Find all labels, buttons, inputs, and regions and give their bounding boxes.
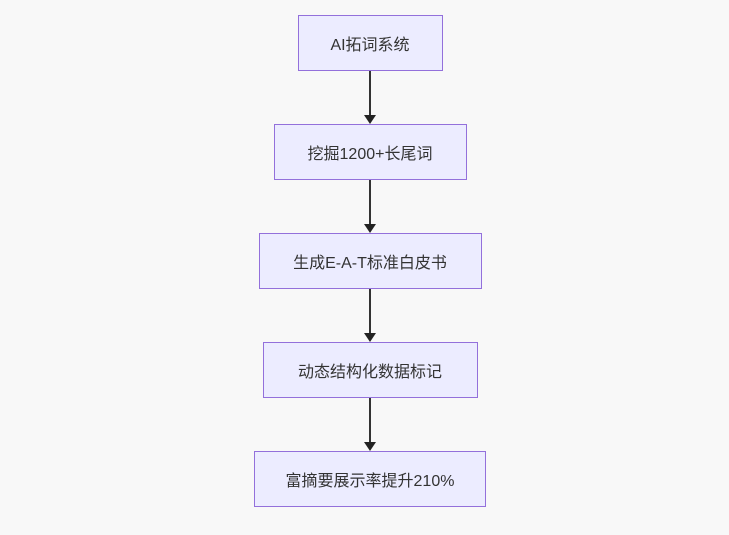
flow-node-label: 富摘要展示率提升210% <box>285 473 455 490</box>
arrow-line <box>369 398 371 442</box>
arrow-line <box>369 71 371 115</box>
arrowhead-down-icon <box>364 442 376 451</box>
flow-node-label: AI拓词系统 <box>330 37 410 54</box>
flow-arrow-4 <box>364 398 376 451</box>
arrow-line <box>369 289 371 333</box>
flow-node-label: 动态结构化数据标记 <box>297 364 442 381</box>
flow-arrow-1 <box>364 71 376 124</box>
arrowhead-down-icon <box>364 115 376 124</box>
arrow-line <box>369 180 371 224</box>
flow-node-structured-data-markup: 动态结构化数据标记 <box>262 342 478 398</box>
flow-node-rich-snippet-result: 富摘要展示率提升210% <box>254 451 486 507</box>
flow-arrow-2 <box>364 180 376 233</box>
flowchart: AI拓词系统 挖掘1200+长尾词 生成E-A-T标准白皮书 动态结构化数据标记 <box>254 15 486 507</box>
arrowhead-down-icon <box>364 224 376 233</box>
flow-node-eat-whitepaper: 生成E-A-T标准白皮书 <box>258 233 482 289</box>
flow-node-label: 生成E-A-T标准白皮书 <box>293 255 447 272</box>
flow-node-ai-word-expansion: AI拓词系统 <box>297 15 443 71</box>
flow-node-longtail-mining: 挖掘1200+长尾词 <box>273 124 467 180</box>
flow-node-label: 挖掘1200+长尾词 <box>307 146 433 163</box>
flow-arrow-3 <box>364 289 376 342</box>
arrowhead-down-icon <box>364 333 376 342</box>
